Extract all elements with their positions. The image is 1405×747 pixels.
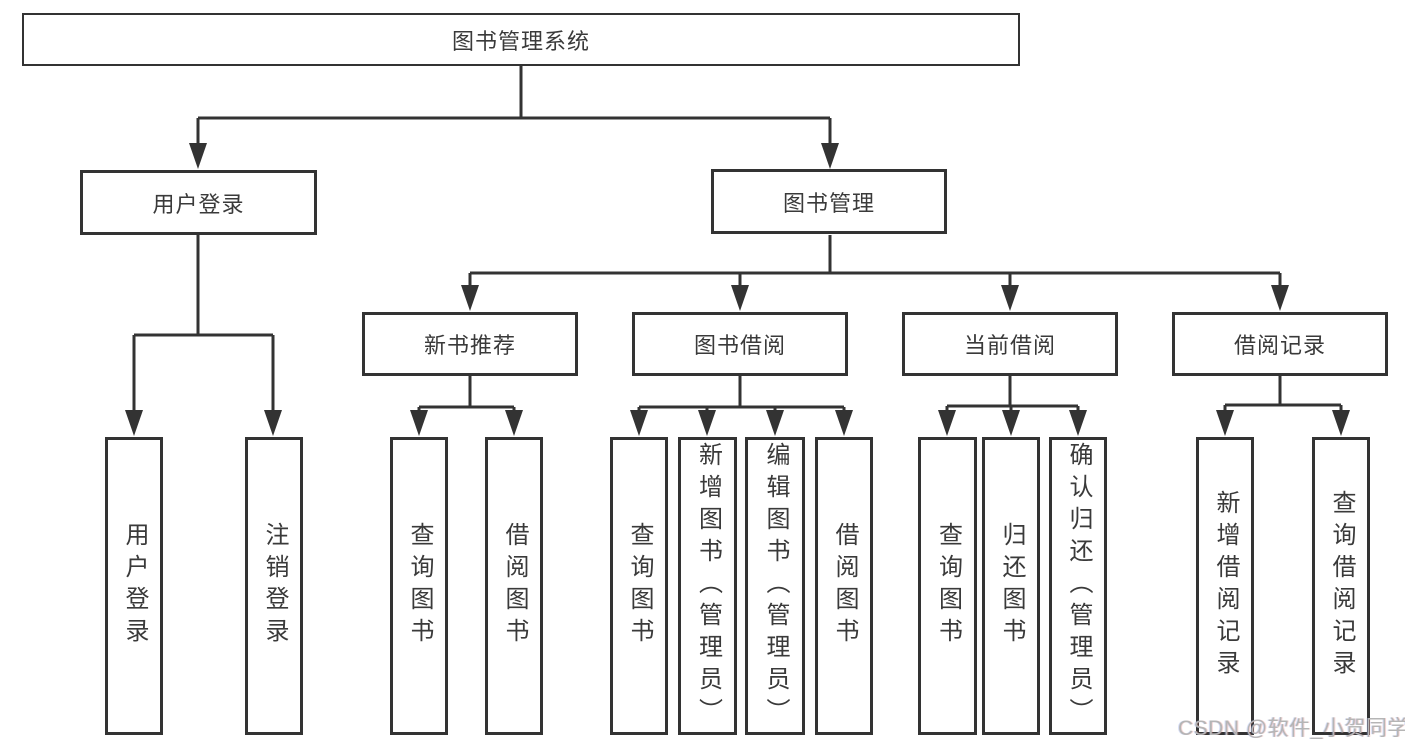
node-leaf-borrow-book-1: 借阅图书 bbox=[485, 437, 543, 735]
arrowhead bbox=[821, 143, 839, 169]
node-leaf-edit-book-admin: 编辑图书（管理员） bbox=[745, 437, 805, 735]
node-leaf-query-book-3-label: 查询图书 bbox=[934, 522, 962, 650]
node-borrowing-records-label: 借阅记录 bbox=[1233, 333, 1326, 358]
node-leaf-return-book-label: 归还图书 bbox=[998, 522, 1025, 650]
node-leaf-query-book-1-label: 查询图书 bbox=[406, 522, 433, 650]
arrowhead bbox=[698, 410, 716, 436]
node-root-label: 图书管理系统 bbox=[451, 28, 590, 54]
arrowhead bbox=[938, 410, 956, 436]
node-new-book-recommend: 新书推荐 bbox=[362, 312, 578, 376]
arrowhead bbox=[1332, 410, 1350, 436]
arrowhead bbox=[1002, 410, 1020, 436]
node-leaf-query-book-1: 查询图书 bbox=[390, 437, 448, 735]
node-leaf-borrow-book-1-label: 借阅图书 bbox=[501, 522, 528, 650]
arrowhead bbox=[766, 410, 784, 436]
arrowhead bbox=[461, 285, 479, 311]
node-leaf-confirm-return-admin-label: 确认归还（管理员） bbox=[1065, 442, 1092, 730]
node-leaf-add-book-admin-label: 新增图书（管理员） bbox=[694, 442, 722, 730]
node-leaf-add-borrow-record: 新增借阅记录 bbox=[1196, 437, 1254, 735]
node-current-borrowing-label: 当前借阅 bbox=[963, 333, 1056, 358]
arrowhead bbox=[1216, 410, 1234, 436]
node-book-borrowing-label: 图书借阅 bbox=[693, 333, 786, 358]
node-leaf-borrow-book-2-label: 借阅图书 bbox=[831, 522, 858, 650]
node-leaf-query-book-3: 查询图书 bbox=[918, 437, 977, 735]
node-book-management: 图书管理 bbox=[711, 169, 947, 234]
node-new-book-recommend-label: 新书推荐 bbox=[423, 333, 516, 358]
node-current-borrowing: 当前借阅 bbox=[902, 312, 1118, 376]
node-leaf-edit-book-admin-label: 编辑图书（管理员） bbox=[762, 442, 789, 730]
arrowhead bbox=[731, 285, 749, 311]
node-user-login-label: 用户登录 bbox=[152, 191, 245, 217]
arrowhead bbox=[1001, 285, 1019, 311]
arrowhead bbox=[630, 410, 648, 436]
node-book-borrowing: 图书借阅 bbox=[632, 312, 848, 376]
node-leaf-query-book-2-label: 查询图书 bbox=[626, 522, 653, 650]
arrowhead bbox=[189, 143, 207, 169]
node-leaf-logout-label: 注销登录 bbox=[261, 522, 288, 650]
node-user-login: 用户登录 bbox=[80, 170, 317, 235]
node-leaf-query-borrow-record-label: 查询借阅记录 bbox=[1328, 490, 1355, 682]
arrowhead bbox=[505, 410, 523, 436]
node-leaf-borrow-book-2: 借阅图书 bbox=[815, 437, 873, 735]
node-borrowing-records: 借阅记录 bbox=[1172, 312, 1388, 376]
arrowhead bbox=[835, 410, 853, 436]
node-leaf-query-borrow-record: 查询借阅记录 bbox=[1312, 437, 1370, 735]
arrowhead bbox=[1069, 410, 1087, 436]
arrowhead bbox=[125, 410, 143, 436]
arrowhead bbox=[410, 410, 428, 436]
node-leaf-add-book-admin: 新增图书（管理员） bbox=[678, 437, 737, 735]
node-leaf-logout: 注销登录 bbox=[245, 437, 303, 735]
arrowhead bbox=[1271, 285, 1289, 311]
node-root: 图书管理系统 bbox=[22, 13, 1020, 66]
node-leaf-user-login: 用户登录 bbox=[105, 437, 163, 735]
arrowhead bbox=[264, 410, 282, 436]
node-leaf-confirm-return-admin: 确认归还（管理员） bbox=[1049, 437, 1107, 735]
node-book-management-label: 图书管理 bbox=[782, 190, 875, 216]
node-leaf-add-borrow-record-label: 新增借阅记录 bbox=[1212, 490, 1239, 682]
node-leaf-query-book-2: 查询图书 bbox=[610, 437, 668, 735]
watermark: CSDN @软件_小贺同学 bbox=[1178, 717, 1405, 740]
node-leaf-user-login-label: 用户登录 bbox=[121, 522, 148, 650]
node-leaf-return-book: 归还图书 bbox=[982, 437, 1040, 735]
